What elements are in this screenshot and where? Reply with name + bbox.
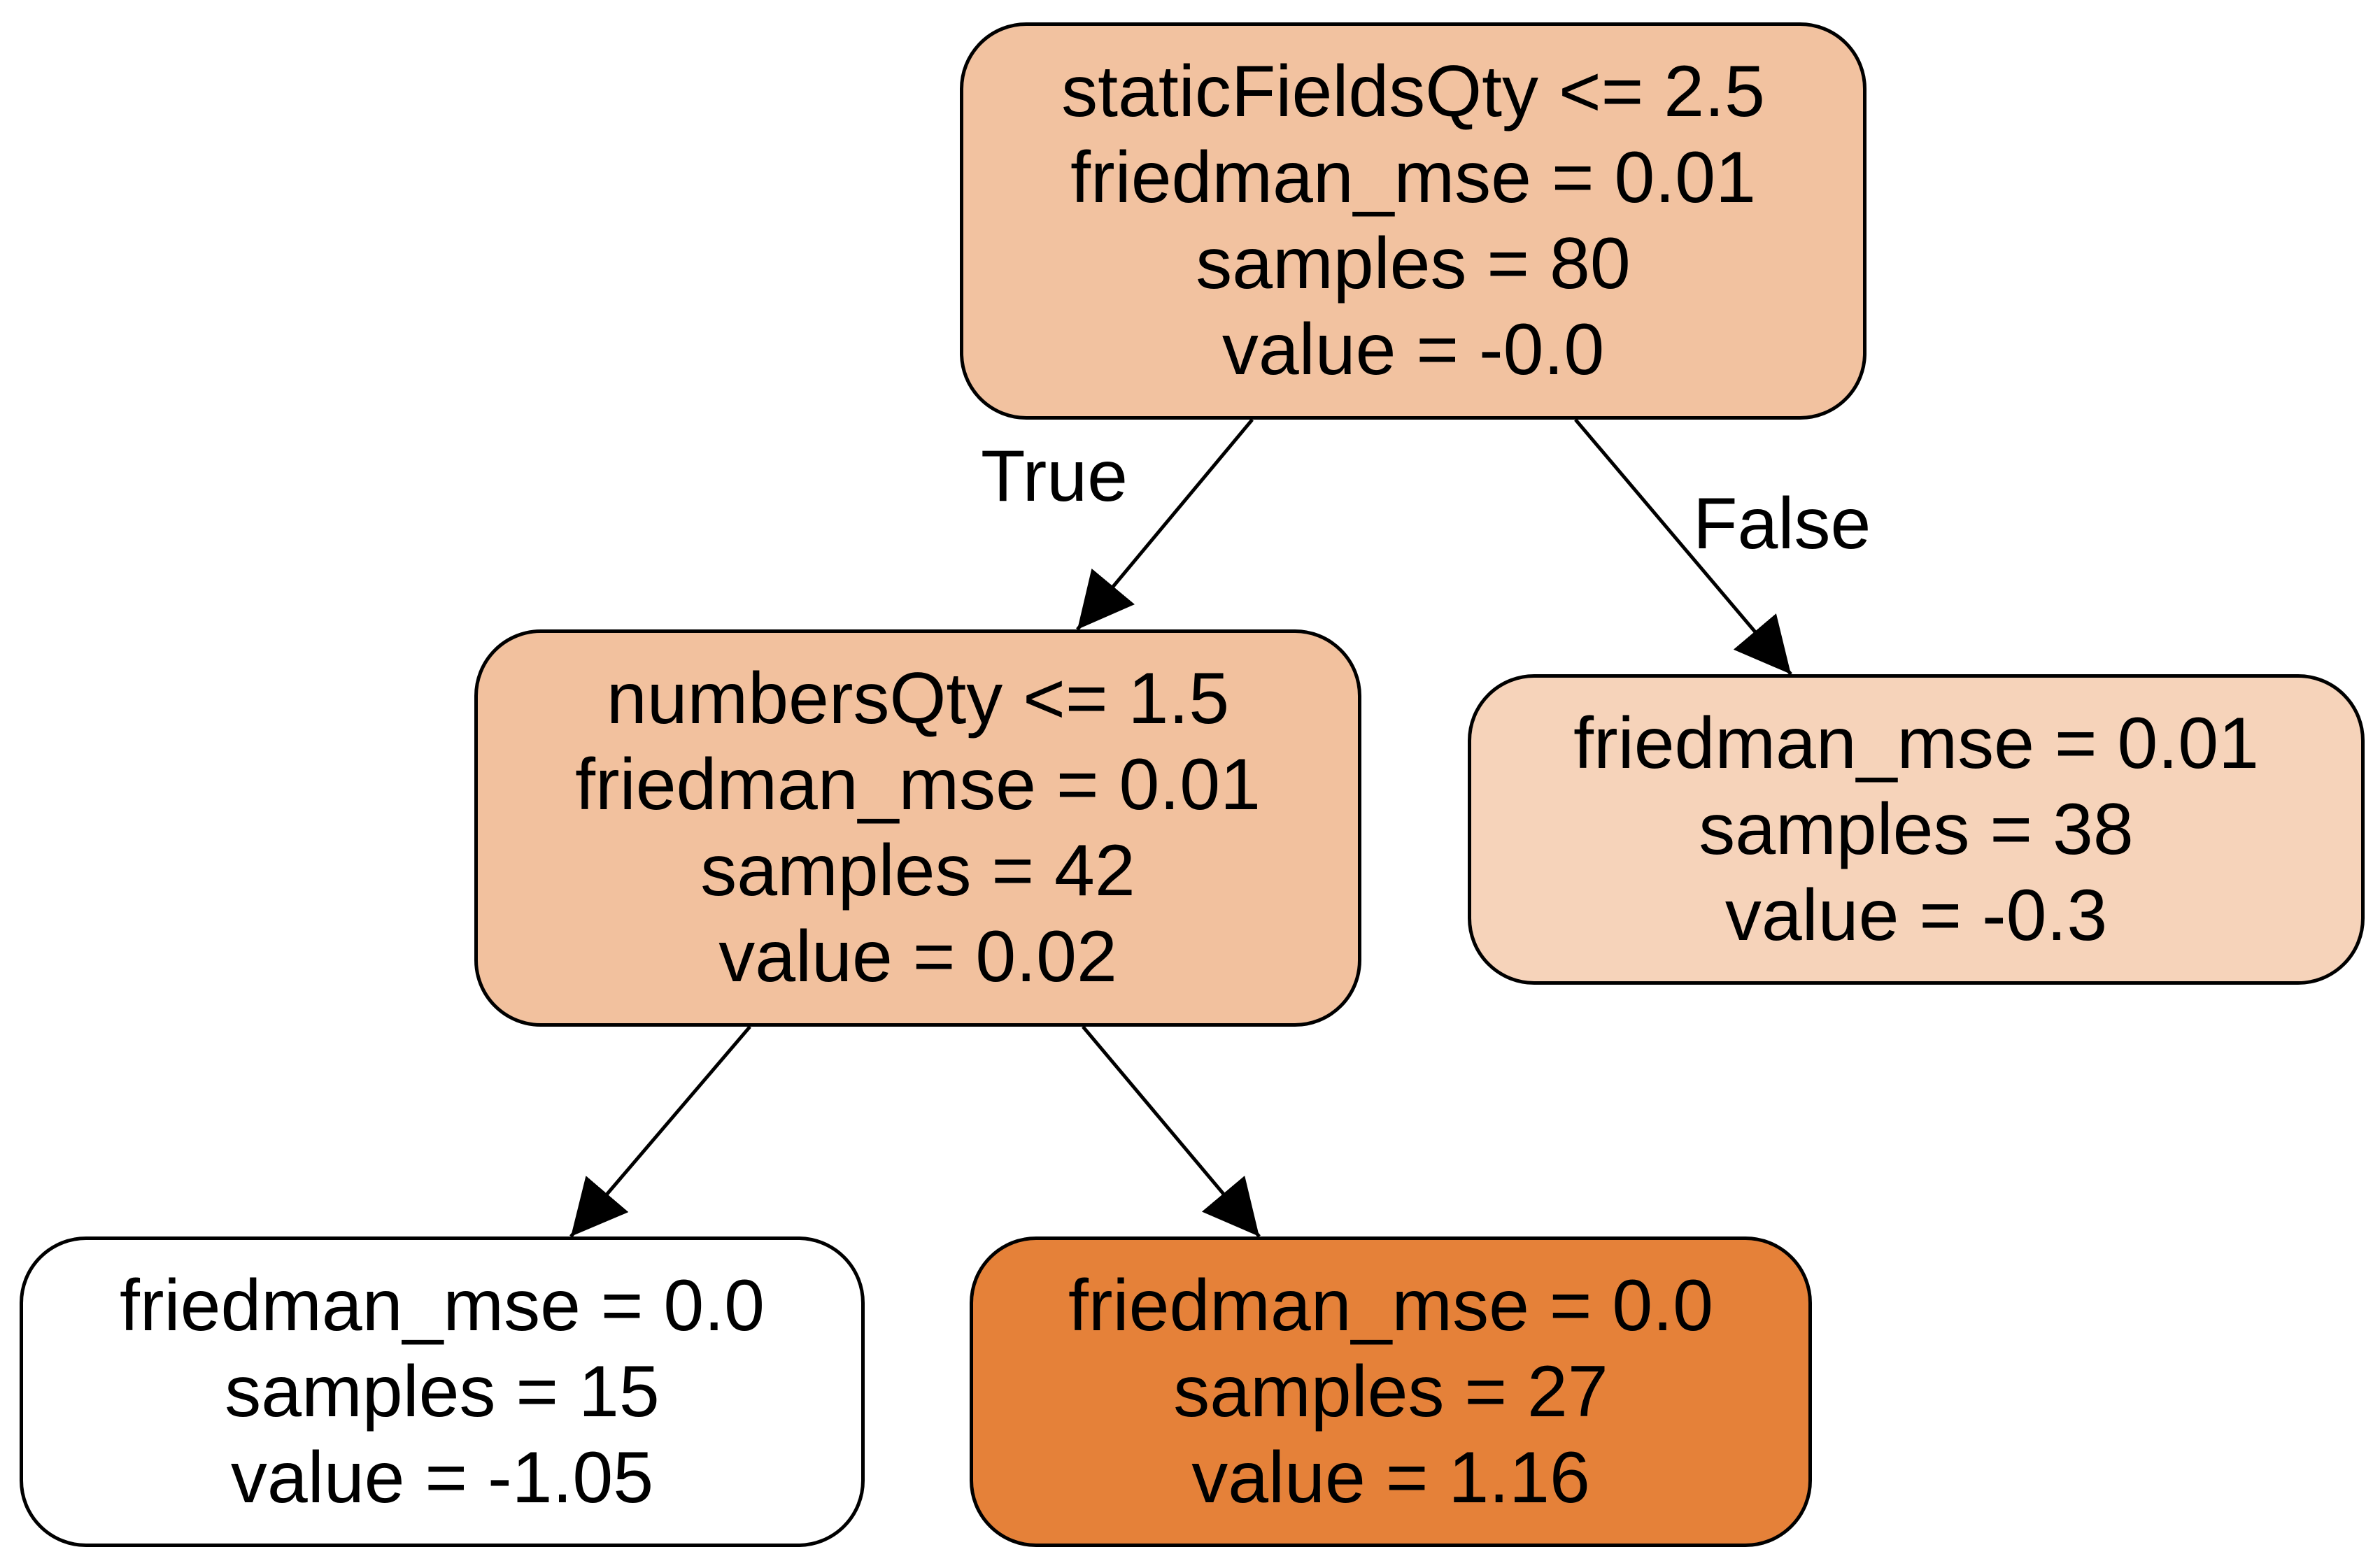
edge-label-false: False — [1693, 483, 1871, 564]
node-samples: samples = 38 — [1699, 788, 2134, 870]
edge-root-to-numbersqty — [1076, 418, 1254, 631]
leaf-node-right: friedman_mse = 0.0 samples = 27 value = … — [970, 1236, 1812, 1547]
edge-label-true: True — [981, 436, 1128, 517]
node-samples: samples = 80 — [1196, 223, 1631, 304]
root-node: staticFieldsQty <= 2.5 friedman_mse = 0.… — [960, 22, 1866, 420]
leaf-node-false-branch: friedman_mse = 0.01 samples = 38 value =… — [1468, 674, 2365, 985]
node-friedman-mse: friedman_mse = 0.0 — [119, 1264, 765, 1346]
node-value: value = 1.16 — [1191, 1437, 1590, 1518]
edge-numbersqty-to-left-leaf — [569, 1025, 751, 1238]
node-split-condition: numbersQty <= 1.5 — [606, 658, 1230, 739]
node-samples: samples = 27 — [1173, 1350, 1608, 1432]
node-value: value = 0.02 — [718, 916, 1117, 997]
node-value: value = -1.05 — [230, 1437, 654, 1518]
node-friedman-mse: friedman_mse = 0.01 — [1573, 702, 2259, 784]
node-split-condition: staticFieldsQty <= 2.5 — [1061, 51, 1765, 132]
node-friedman-mse: friedman_mse = 0.01 — [1070, 137, 1756, 218]
leaf-node-left: friedman_mse = 0.0 samples = 15 value = … — [20, 1236, 865, 1547]
node-friedman-mse: friedman_mse = 0.0 — [1068, 1264, 1714, 1346]
edge-root-to-false-leaf — [1574, 418, 1792, 676]
node-samples: samples = 42 — [700, 830, 1135, 911]
node-samples: samples = 15 — [225, 1350, 660, 1432]
node-friedman-mse: friedman_mse = 0.01 — [575, 744, 1261, 825]
edge-numbersqty-to-right-leaf — [1082, 1025, 1261, 1238]
node-value: value = -0.0 — [1221, 309, 1605, 390]
node-value: value = -0.3 — [1724, 874, 2108, 956]
internal-node-numbersqty: numbersQty <= 1.5 friedman_mse = 0.01 sa… — [474, 629, 1361, 1027]
